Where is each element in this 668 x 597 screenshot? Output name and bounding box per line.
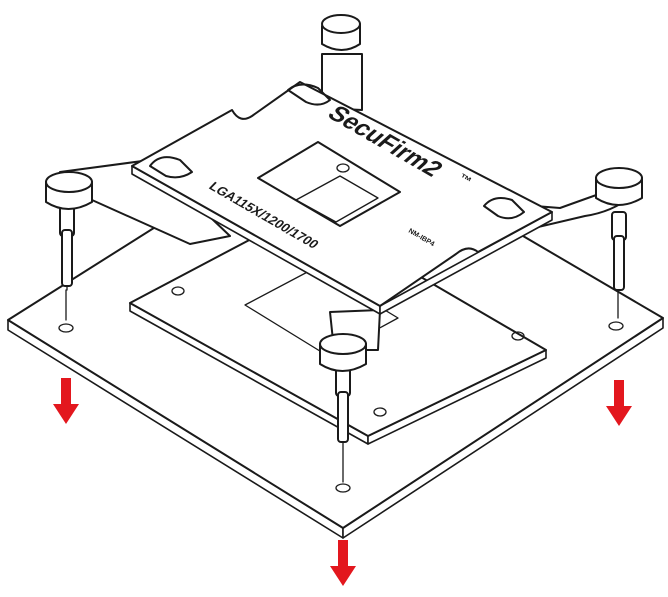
bracket-window-inner [295,175,379,223]
plate-hole-left [58,323,74,333]
securfirm-bracket [131,81,553,315]
slot-left [149,156,193,179]
screw-left [45,171,93,321]
backplate-hole-1 [171,286,185,296]
arrow-down-left [53,378,79,424]
backplate-cutout [244,267,399,357]
bracket-window-hole [336,163,350,173]
plate-hole-front [335,483,351,493]
arrow-down-right [606,380,632,426]
backplate-hole-3 [511,331,525,341]
slot-back [287,83,331,106]
arrow-down-front [330,540,356,586]
direction-arrows [53,378,632,586]
bracket-arm-back [321,53,363,111]
plate-hole-right [608,321,624,331]
screw-back [321,14,361,51]
slot-right [483,197,525,220]
screw-front [319,333,367,483]
backplate-hole-2 [373,407,387,417]
screw-right [595,167,643,319]
